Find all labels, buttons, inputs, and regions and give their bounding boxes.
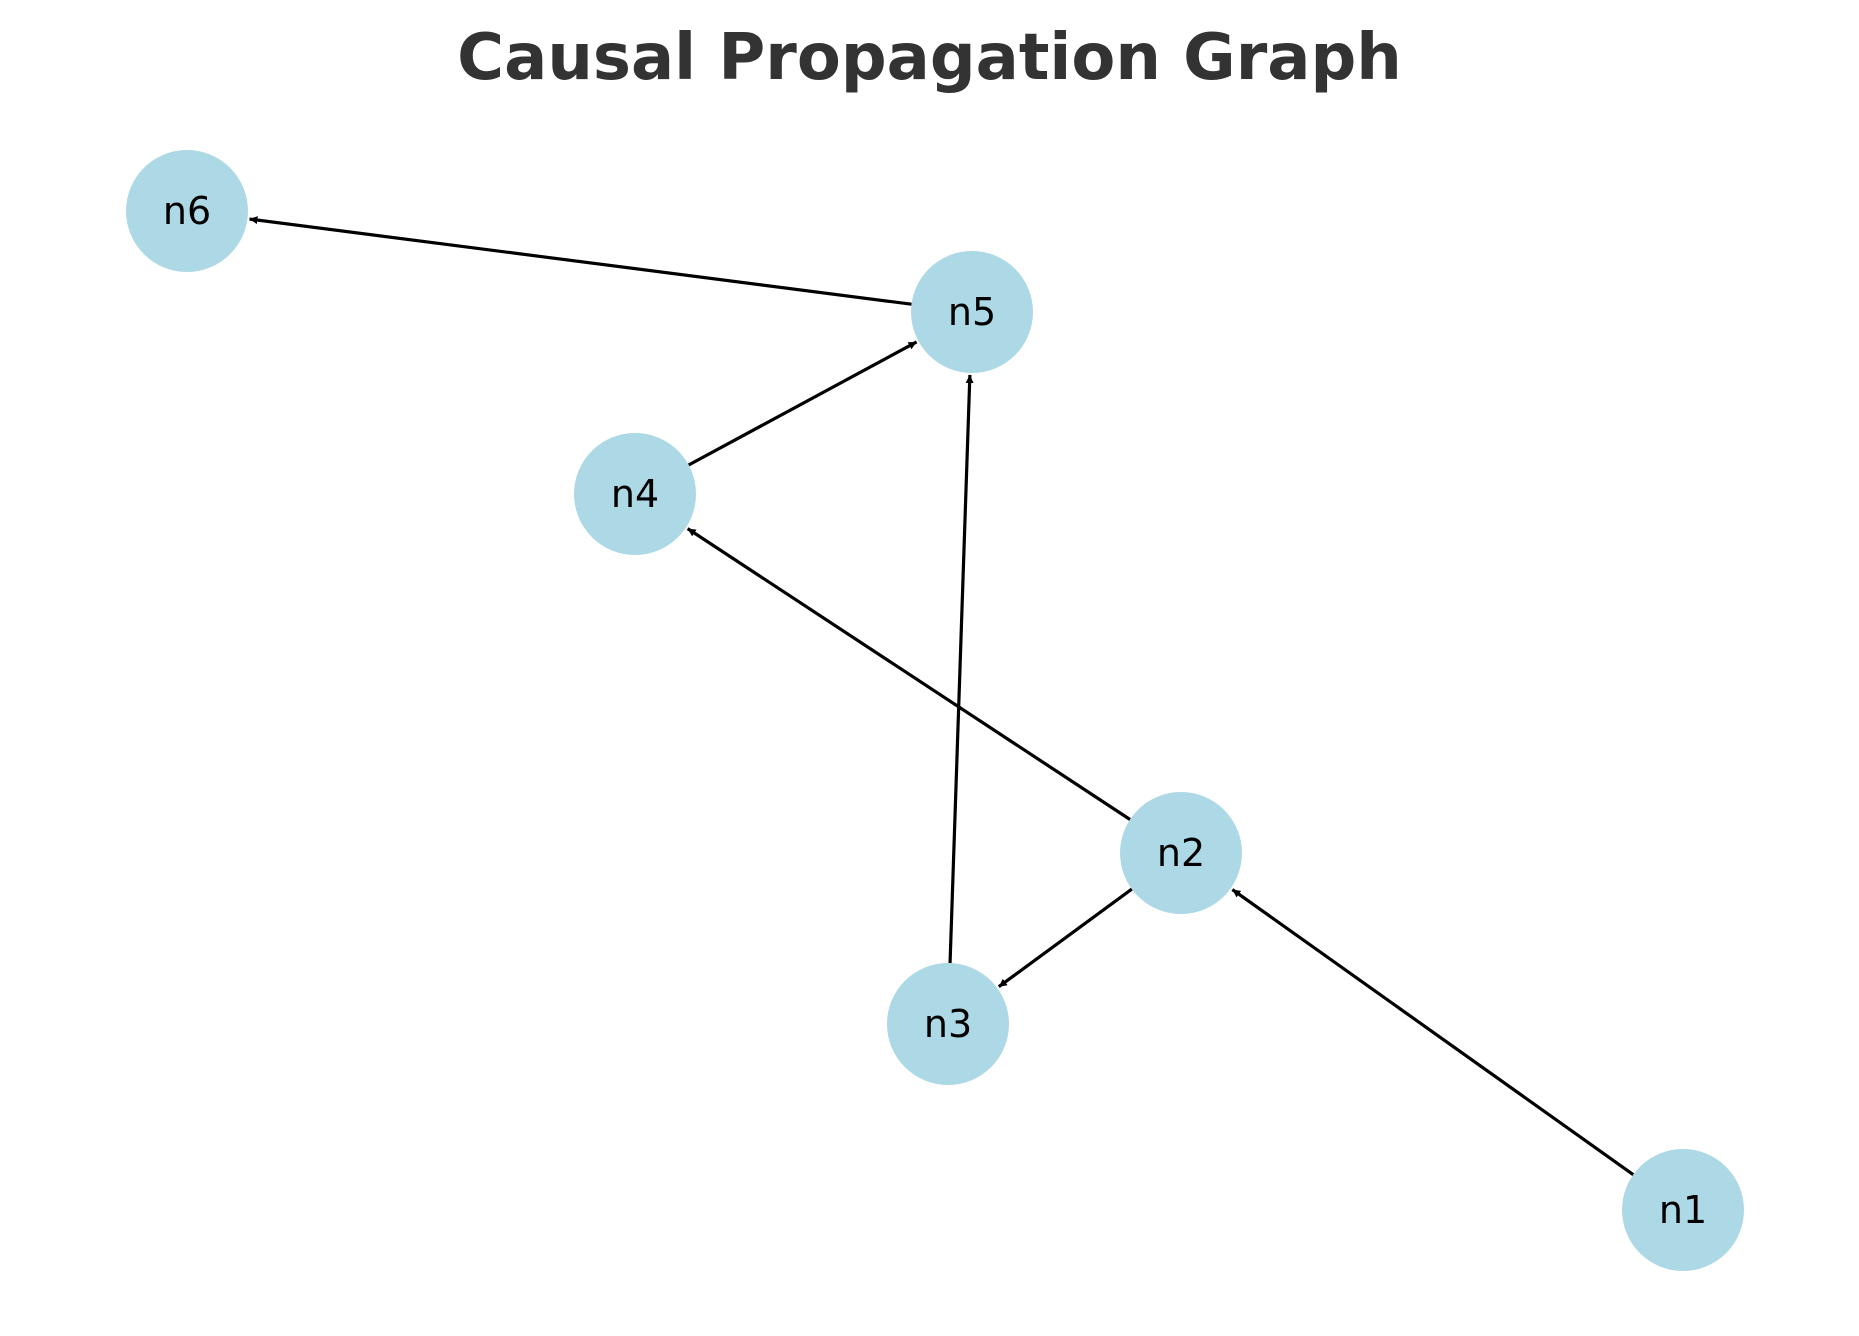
node-n2: n2 — [1120, 792, 1242, 914]
node-label-n3: n3 — [924, 1002, 972, 1046]
node-label-n4: n4 — [611, 472, 659, 516]
node-circle-n2 — [1120, 792, 1242, 914]
node-circle-n6 — [126, 150, 248, 272]
node-circle-n1 — [1622, 1149, 1744, 1271]
diagram-title: Causal Propagation Graph — [457, 21, 1402, 95]
node-circle-n5 — [911, 251, 1033, 373]
node-n3: n3 — [887, 963, 1009, 1085]
node-n1: n1 — [1622, 1149, 1744, 1271]
node-label-n1: n1 — [1659, 1188, 1707, 1232]
node-n6: n6 — [126, 150, 248, 272]
nodes-layer: n1 n2 n3 n4 n5 n6 — [126, 150, 1744, 1271]
node-circle-n3 — [887, 963, 1009, 1085]
node-circle-n4 — [574, 433, 696, 555]
edge-n2-n3 — [997, 887, 1133, 989]
edges-layer — [249, 216, 1635, 1176]
edge-n2-n4 — [686, 527, 1131, 821]
node-label-n2: n2 — [1157, 831, 1205, 875]
edge-n4-n5 — [687, 340, 918, 467]
node-n5: n5 — [911, 251, 1033, 373]
edge-n1-n2 — [1231, 888, 1635, 1176]
node-n4: n4 — [574, 433, 696, 555]
edge-n5-n6 — [249, 216, 912, 306]
edge-n3-n5 — [948, 374, 974, 964]
node-label-n6: n6 — [163, 189, 211, 233]
node-label-n5: n5 — [948, 290, 996, 334]
